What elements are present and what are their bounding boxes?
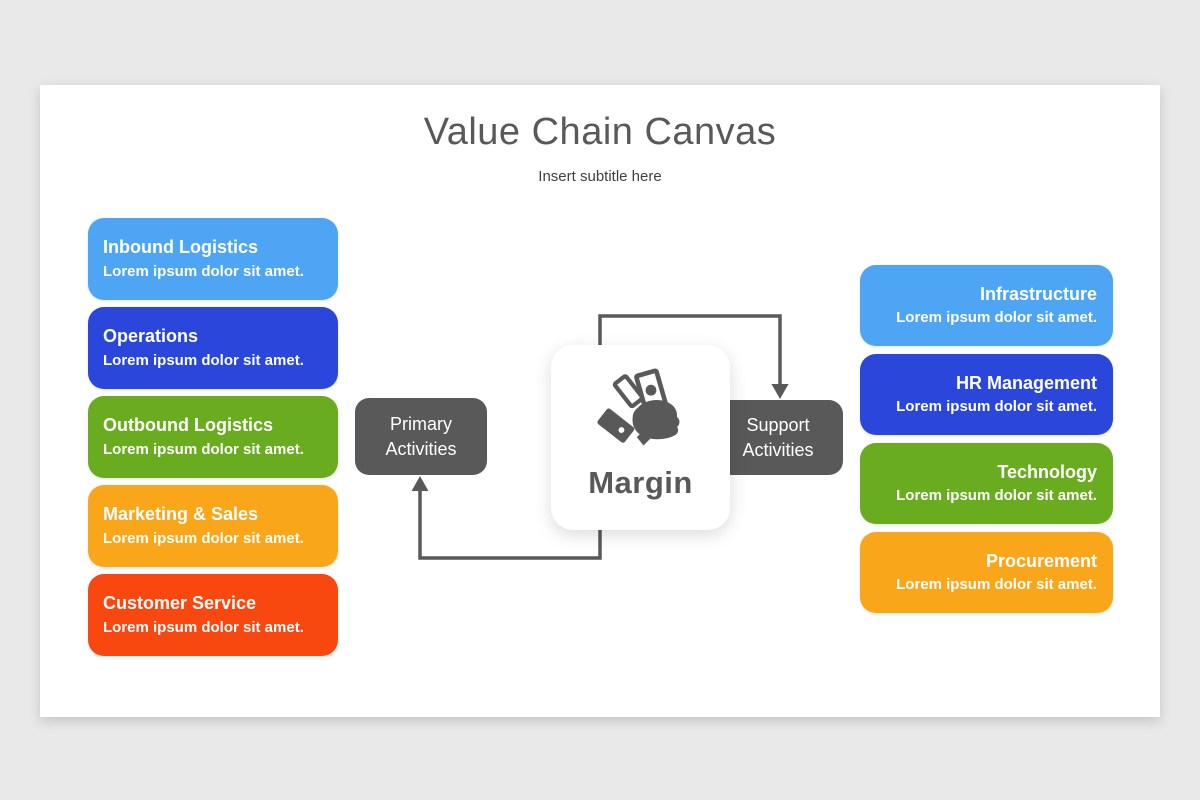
activity-title: Outbound Logistics: [103, 415, 273, 436]
primary-activity-box-inbound-logistics: Inbound Logistics Lorem ipsum dolor sit …: [88, 218, 338, 300]
slide-canvas: Value Chain Canvas Insert subtitle here …: [40, 85, 1160, 717]
page-title: Value Chain Canvas: [423, 111, 777, 153]
arrowhead-down-icon: [771, 384, 789, 399]
activity-desc: Lorem ipsum dolor sit amet.: [896, 576, 1097, 594]
activity-desc: Lorem ipsum dolor sit amet.: [896, 487, 1097, 505]
margin-card: Margin: [551, 345, 730, 530]
activity-desc: Lorem ipsum dolor sit amet.: [103, 529, 304, 547]
activity-title: Infrastructure: [979, 283, 1097, 304]
activity-title: Operations: [103, 326, 199, 347]
primary-activity-box-outbound-logistics: Outbound Logistics Lorem ipsum dolor sit…: [88, 396, 338, 478]
page-subtitle: Insert subtitle here: [538, 168, 662, 185]
primary-activity-box-marketing-sales: Marketing & Sales Lorem ipsum dolor sit …: [88, 485, 338, 567]
activity-desc: Lorem ipsum dolor sit amet.: [103, 618, 304, 636]
support-activity-box-technology: Technology Lorem ipsum dolor sit amet.: [860, 443, 1113, 524]
activity-title: Procurement: [985, 550, 1097, 571]
activity-title: Technology: [997, 461, 1097, 482]
primary-activities-label-box: Primary Activities: [355, 398, 487, 475]
activity-desc: Lorem ipsum dolor sit amet.: [103, 351, 304, 369]
margin-label: Margin: [588, 465, 693, 500]
support-activity-box-hr-management: HR Management Lorem ipsum dolor sit amet…: [860, 354, 1113, 435]
money-in-hand-icon: [596, 368, 679, 446]
activity-desc: Lorem ipsum dolor sit amet.: [103, 440, 304, 458]
activity-title: Inbound Logistics: [103, 237, 258, 258]
activity-title: Customer Service: [103, 593, 257, 614]
primary-activities-label: Primary Activities: [385, 414, 457, 459]
arrowhead-up-icon: [411, 476, 429, 491]
activity-title: HR Management: [955, 372, 1097, 393]
activity-desc: Lorem ipsum dolor sit amet.: [103, 262, 304, 280]
support-activities-label: Support Activities: [742, 415, 814, 460]
primary-activity-box-customer-service: Customer Service Lorem ipsum dolor sit a…: [88, 574, 338, 656]
support-activity-box-procurement: Procurement Lorem ipsum dolor sit amet.: [860, 532, 1113, 613]
support-activities-label-box: Support Activities: [713, 400, 843, 475]
activity-title: Marketing & Sales: [103, 504, 259, 525]
activity-desc: Lorem ipsum dolor sit amet.: [896, 398, 1097, 416]
support-activity-box-infrastructure: Infrastructure Lorem ipsum dolor sit ame…: [860, 265, 1113, 346]
primary-activity-box-operations: Operations Lorem ipsum dolor sit amet.: [88, 307, 338, 389]
activity-desc: Lorem ipsum dolor sit amet.: [896, 309, 1097, 327]
